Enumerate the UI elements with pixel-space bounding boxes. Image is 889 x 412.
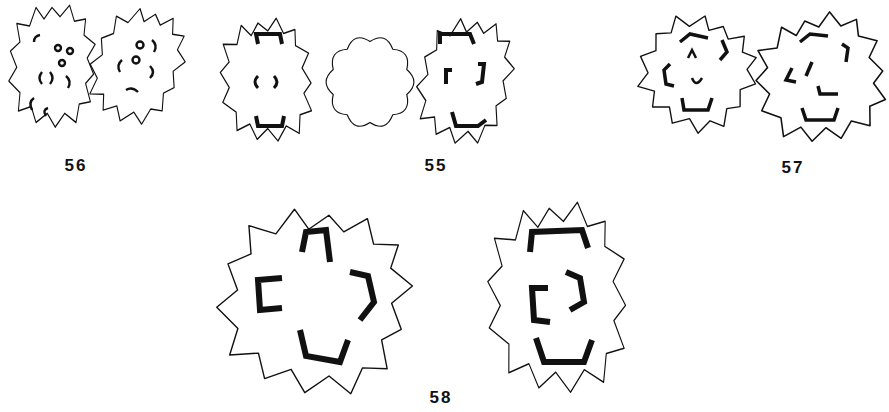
figure-number: 58 — [430, 388, 453, 408]
aperture-marks — [664, 34, 848, 120]
figure-number: 57 — [782, 158, 805, 178]
figure-number: 56 — [65, 156, 88, 176]
aperture-marks — [30, 35, 155, 116]
figure-number: 55 — [425, 156, 448, 176]
aperture-marks — [255, 34, 486, 126]
grain-outline — [9, 0, 889, 408]
aperture-marks — [258, 230, 592, 362]
